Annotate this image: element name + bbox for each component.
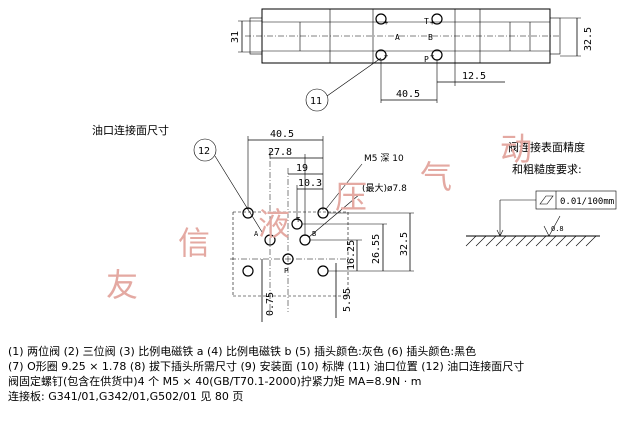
marker-12-circle bbox=[193, 138, 217, 162]
dim-40-5-top: 40.5 bbox=[396, 89, 420, 100]
flatness-value: 0.01/100mm bbox=[560, 197, 614, 207]
dim-12-5: 12.5 bbox=[462, 71, 486, 82]
roughness-symbol bbox=[543, 215, 561, 237]
dim-19: 19 bbox=[296, 163, 308, 174]
interface-drawing: 油口连接面尺寸 12 T A B P 40.5 27.8 19 bbox=[92, 123, 414, 322]
svg-text:+: + bbox=[384, 19, 388, 27]
port-label-b: B bbox=[428, 33, 433, 42]
watermark-char: 气 bbox=[420, 158, 452, 196]
watermark-char: 动 bbox=[500, 130, 532, 168]
legend-line-3: 阀固定螺钉(包含在供货中)4 个 M5 × 40(GB/T70.1-2000)拧… bbox=[8, 375, 422, 388]
dim-0-75: 0.75 bbox=[265, 292, 276, 316]
bolt-hole bbox=[242, 265, 254, 277]
dim-31: 31 bbox=[230, 31, 241, 43]
dim-32-5-top: 32.5 bbox=[583, 27, 594, 51]
bolt-hole bbox=[375, 13, 387, 25]
legend-line-1: (1) 两位阀 (2) 三位阀 (3) 比例电磁铁 a (4) 比例电磁铁 b … bbox=[8, 345, 477, 358]
top-view: + + + + T A B P 31 32.5 12.5 40.5 11 bbox=[230, 8, 594, 112]
surface-title-2: 和粗糙度要求: bbox=[512, 162, 582, 176]
surface-hatching bbox=[465, 235, 597, 247]
bolt-hole bbox=[431, 13, 443, 25]
port-label-p: P bbox=[424, 55, 429, 64]
watermark-char: 友 bbox=[106, 266, 138, 304]
watermark-char: 压 bbox=[335, 178, 367, 216]
interface-port-a: A bbox=[254, 230, 259, 238]
svg-text:+: + bbox=[430, 19, 434, 27]
watermark-char: 液 bbox=[258, 205, 290, 243]
dim-16-25: 16.25 bbox=[346, 240, 357, 270]
interface-port-t: T bbox=[296, 216, 301, 224]
svg-text:+: + bbox=[430, 52, 434, 60]
port-label-t: T bbox=[424, 17, 429, 26]
interface-outline bbox=[232, 211, 349, 297]
watermark: 友 信 液 压 气 动 bbox=[106, 130, 532, 304]
interface-port-p: P bbox=[284, 267, 288, 275]
surface-spec: 阀连接表面精度 和粗糙度要求: 0.01/100mm 0.8 bbox=[465, 140, 617, 247]
surface-title-1: 阀连接表面精度 bbox=[508, 140, 585, 154]
legend-line-4: 连接板: G341/01,G342/01,G502/01 见 80 页 bbox=[8, 390, 244, 403]
flatness-icon bbox=[539, 195, 554, 205]
interface-title: 油口连接面尺寸 bbox=[92, 123, 169, 137]
interface-port-b: B bbox=[312, 230, 316, 238]
legend-line-2: (7) O形圈 9.25 × 1.78 (8) 拔下插头所需尺寸 (9) 安装面… bbox=[8, 360, 525, 373]
port-hole-a bbox=[264, 234, 276, 246]
port-hole-p bbox=[282, 253, 294, 265]
dim-26-55: 26.55 bbox=[371, 234, 382, 264]
roughness-value: 0.8 bbox=[551, 225, 564, 233]
bolt-hole bbox=[317, 265, 329, 277]
watermark-char: 信 bbox=[178, 224, 210, 262]
dim-32-5-interface: 32.5 bbox=[399, 232, 410, 256]
m5-label: M5 深 10 bbox=[364, 153, 404, 164]
dim-10-3: 10.3 bbox=[298, 178, 322, 189]
legend: (1) 两位阀 (2) 三位阀 (3) 比例电磁铁 a (4) 比例电磁铁 b … bbox=[8, 344, 634, 404]
dim-5-95: 5.95 bbox=[342, 288, 353, 312]
marker-11: 11 bbox=[310, 96, 322, 107]
dim-40-5-interface: 40.5 bbox=[270, 129, 294, 140]
svg-text:+: + bbox=[384, 52, 388, 60]
marker-12: 12 bbox=[198, 146, 210, 157]
max-dia-label: (最大)ø7.8 bbox=[362, 182, 407, 194]
port-hole-b bbox=[299, 234, 311, 246]
dim-27-8: 27.8 bbox=[268, 147, 292, 158]
marker-11-circle bbox=[305, 88, 329, 112]
port-label-a: A bbox=[395, 33, 400, 42]
